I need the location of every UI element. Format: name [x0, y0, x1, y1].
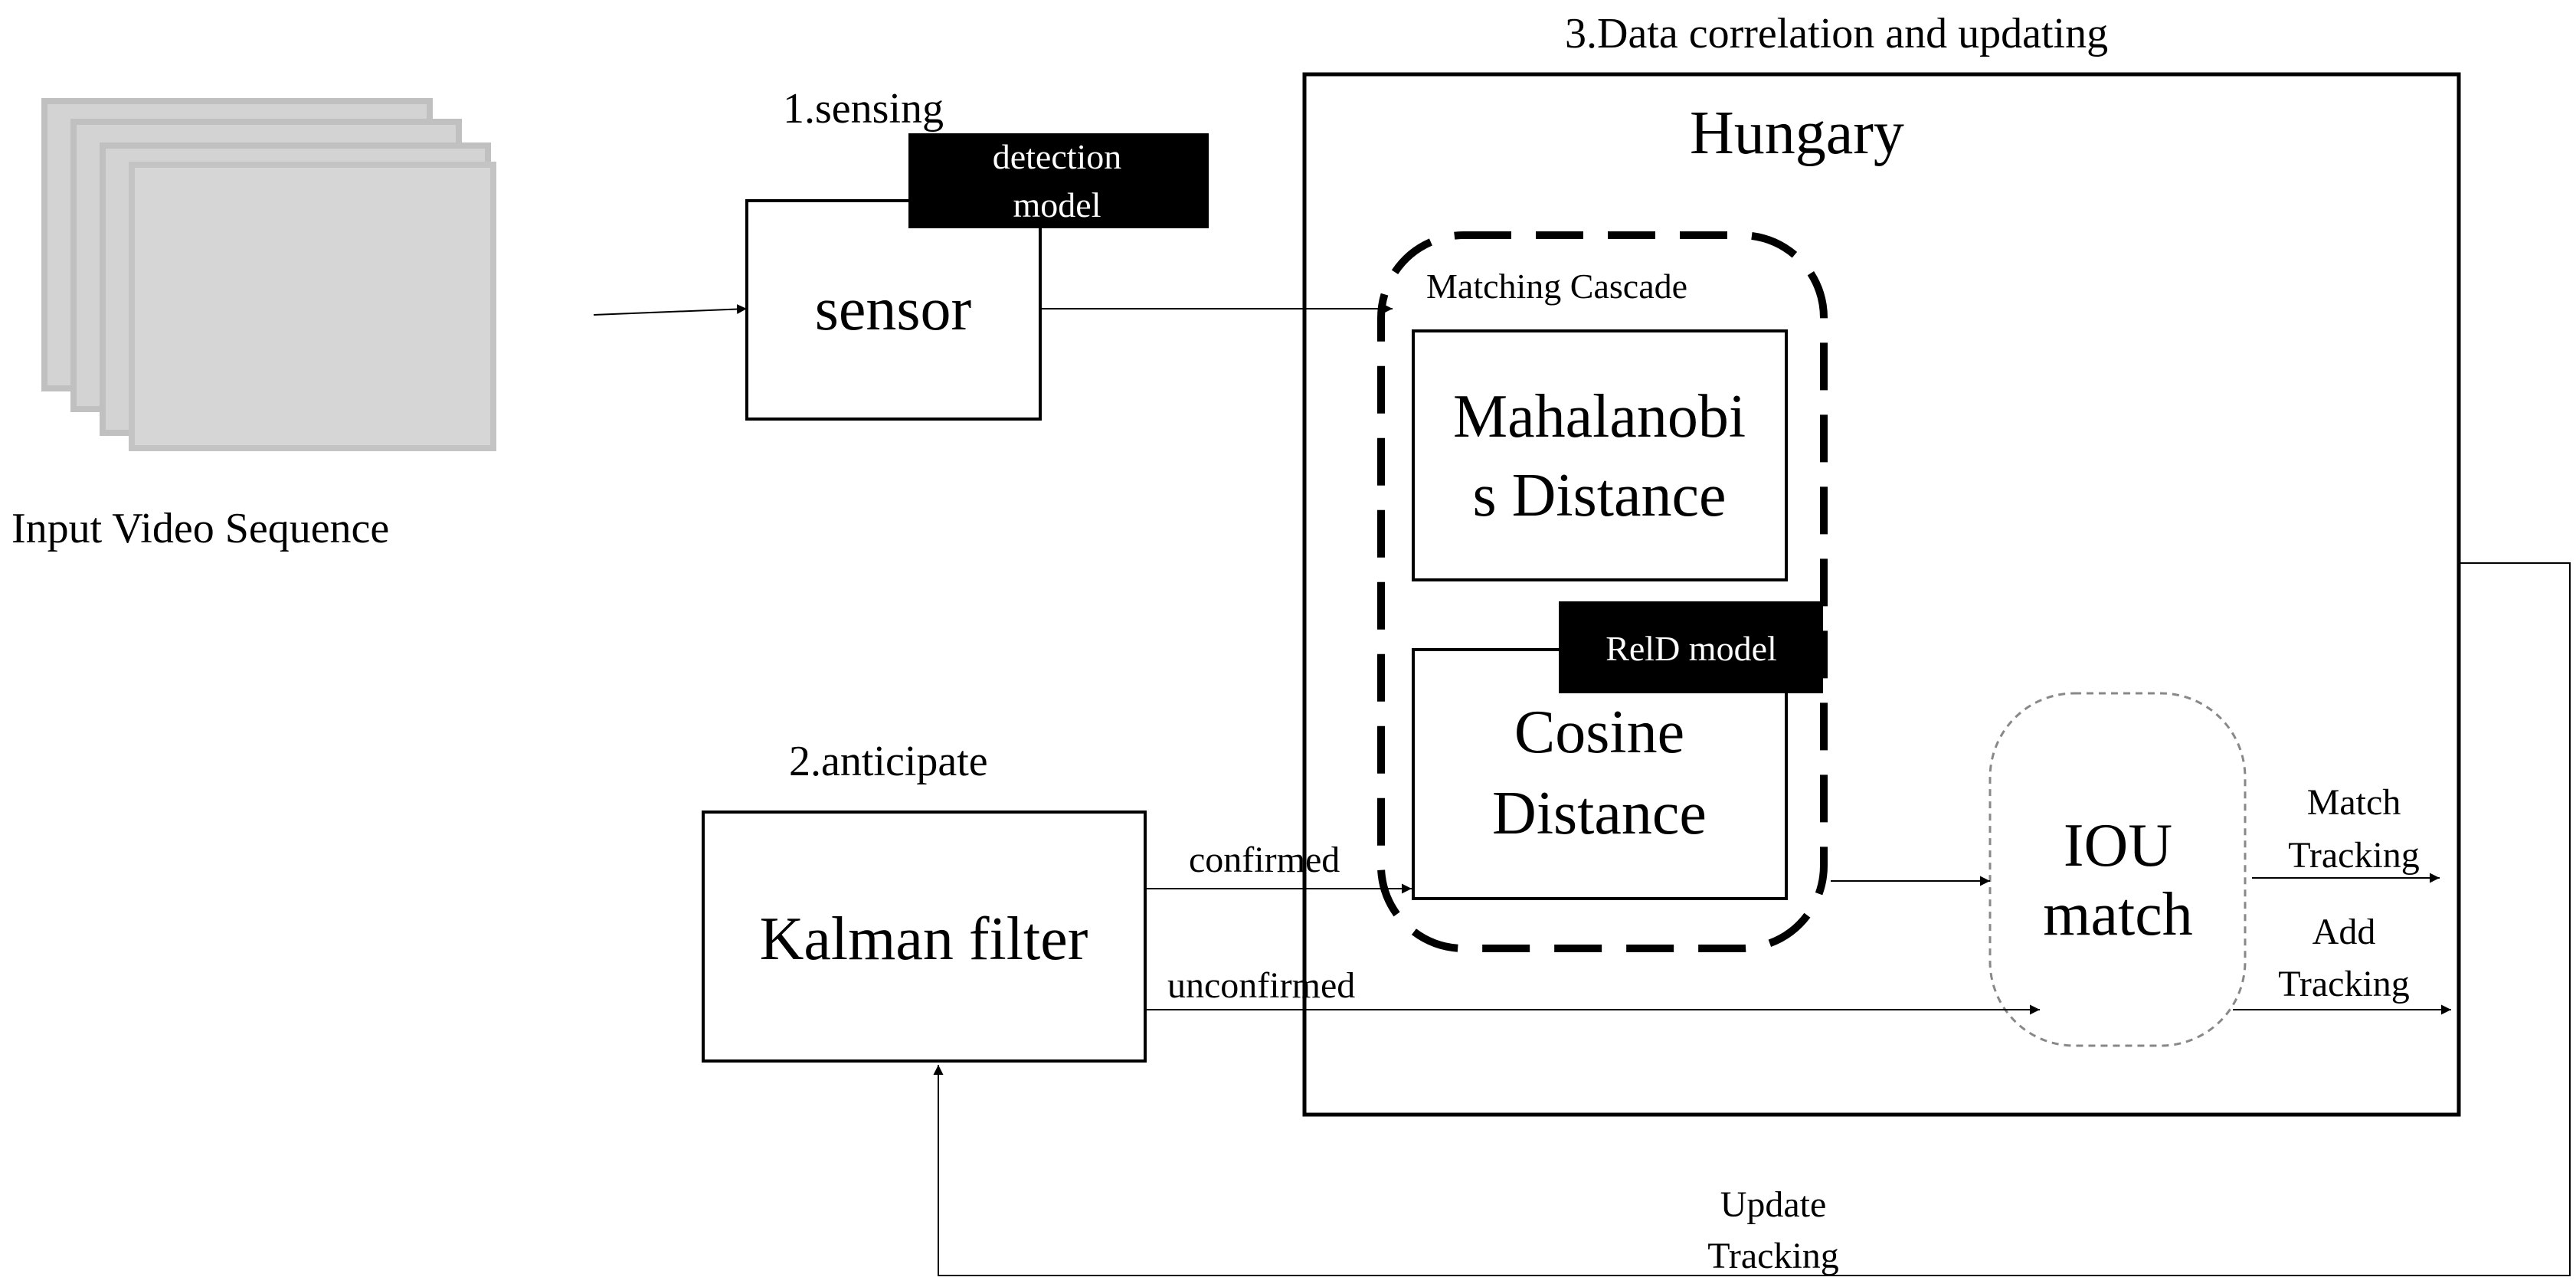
add-tracking-label-line2: Tracking	[2278, 964, 2410, 1004]
arrow-update-tracking-feedback	[933, 562, 2571, 1276]
video-frame-4	[129, 162, 496, 451]
detection-model-badge	[908, 133, 1209, 228]
mahalanobis-label-line2: s Distance	[1472, 462, 1726, 529]
reid-model-badge	[1559, 601, 1823, 693]
arrow-input-to-sensor	[593, 304, 748, 316]
matching-cascade-boundary	[1377, 231, 1828, 952]
kalman-filter-box	[702, 811, 1147, 1063]
matching-cascade-label: Matching Cascade	[1426, 267, 1687, 306]
unconfirmed-label: unconfirmed	[1167, 965, 1355, 1006]
reid-model-label: RelD model	[1605, 629, 1777, 668]
hungary-frame	[1302, 72, 2461, 1117]
detection-model-label-line2: model	[1013, 185, 1101, 224]
stage3-title: 3.Data correlation and updating	[1565, 10, 2108, 57]
mahalanobis-label-line1: Mahalanobi	[1453, 383, 1746, 450]
cosine-label-line1: Cosine	[1514, 699, 1684, 766]
video-frames-stack	[41, 98, 496, 451]
iou-match-box	[1988, 692, 2247, 1047]
add-tracking-label-line1: Add	[2313, 912, 2376, 952]
stage2-title: 2.anticipate	[789, 738, 988, 785]
kalman-filter-label: Kalman filter	[760, 905, 1088, 973]
sensor-label: sensor	[815, 276, 971, 343]
update-tracking-label-line1: Update	[1720, 1184, 1827, 1225]
cosine-label-line2: Distance	[1492, 780, 1707, 847]
match-tracking-label-line1: Match	[2307, 782, 2401, 823]
sensor-box	[745, 199, 1042, 421]
input-video-label: Input Video Sequence	[11, 505, 389, 552]
match-tracking-label-line2: Tracking	[2288, 835, 2420, 876]
stage1-title: 1.sensing	[783, 85, 944, 133]
hungary-label: Hungary	[1690, 100, 1904, 167]
iou-match-label-line1: IOU	[2064, 812, 2172, 879]
detection-model-label-line1: detection	[993, 137, 1122, 176]
mahalanobis-distance-box	[1412, 329, 1788, 581]
iou-match-label-line2: match	[2043, 881, 2192, 948]
update-tracking-label-line2: Tracking	[1707, 1236, 1839, 1276]
confirmed-label: confirmed	[1189, 840, 1340, 880]
